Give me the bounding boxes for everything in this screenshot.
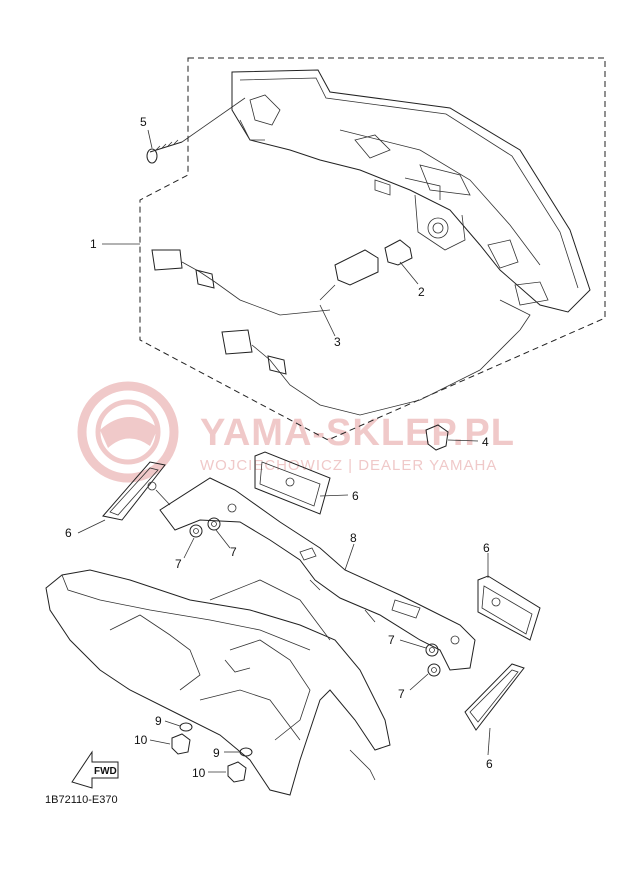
- watermark-subtitle: WOJCIECHOWICZ | DEALER YAMAHA: [200, 457, 497, 474]
- nut-7-d: [427, 663, 441, 677]
- callout-7-a: 7: [175, 557, 182, 571]
- callout-10-a: 10: [134, 733, 148, 747]
- callout-7-d: 7: [398, 687, 405, 701]
- rear-fender: [45, 569, 391, 796]
- callout-6-center: 6: [352, 489, 359, 503]
- callout-9-a: 9: [155, 714, 162, 728]
- callout-1: 1: [90, 237, 97, 251]
- callout-2: 2: [418, 285, 425, 299]
- diagram-code: 1B72110-E370: [45, 794, 118, 806]
- callout-3: 3: [334, 335, 341, 349]
- washer-9-b: [239, 747, 253, 757]
- nut-7-a: [189, 524, 203, 538]
- watermark-logo-icon: [77, 381, 179, 483]
- watermark: YAMA-SKLEP.PL WOJCIECHOWICZ | DEALER YAM…: [77, 381, 515, 483]
- screw-5: [146, 97, 246, 164]
- tail-light-housing: [231, 69, 591, 313]
- leader-lines: [77, 129, 491, 773]
- bulb-2: [384, 239, 413, 266]
- fwd-arrow-icon: FWD: [71, 750, 119, 789]
- reflector-6-left: [102, 461, 171, 521]
- nut-10-a: [171, 733, 191, 755]
- wire-harness: [151, 249, 531, 416]
- nut-7-b: [207, 517, 221, 531]
- assembly-boundary: [139, 57, 606, 441]
- clip-4: [425, 424, 449, 451]
- callout-8: 8: [350, 531, 357, 545]
- reflector-6-bottom: [464, 663, 525, 731]
- reflector-6-right: [477, 575, 541, 641]
- callout-4: 4: [482, 435, 489, 449]
- callout-labels: 1 2 3 4 5 6 6 6 6 7 7 7 7 8 9 9 10 10: [65, 115, 493, 780]
- watermark-title: YAMA-SKLEP.PL: [200, 412, 515, 454]
- callout-7-b: 7: [230, 545, 237, 559]
- callout-6-left: 6: [65, 526, 72, 540]
- callout-7-c: 7: [388, 633, 395, 647]
- washer-9-a: [179, 722, 193, 732]
- callout-9-b: 9: [213, 746, 220, 760]
- callout-10-b: 10: [192, 766, 206, 780]
- nut-10-b: [227, 761, 247, 783]
- bracket-8: [159, 477, 476, 671]
- nut-7-c: [425, 643, 439, 657]
- callout-6-right: 6: [483, 541, 490, 555]
- callout-5: 5: [140, 115, 147, 129]
- fwd-label: FWD: [94, 766, 117, 777]
- callout-6-bottom: 6: [486, 757, 493, 771]
